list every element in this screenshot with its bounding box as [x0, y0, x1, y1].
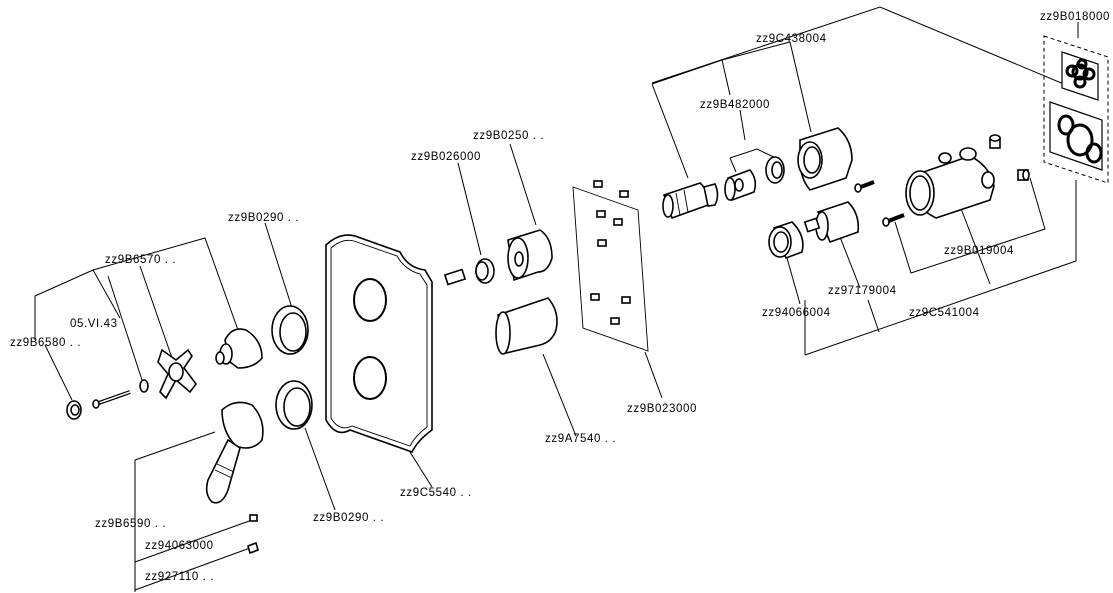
label-zz9b018000: zz9B018000: [1040, 11, 1110, 23]
label-zz927110: zz927110 . .: [145, 571, 214, 583]
thermostatic-element: [803, 201, 860, 244]
spindle-adapter: [443, 258, 495, 286]
plate-screws: [590, 180, 631, 325]
adapter-small: [247, 541, 259, 555]
grub-screw-small: [249, 514, 258, 522]
clip-ring: [765, 156, 785, 184]
label-zz9c438004: zz9C438004: [756, 33, 827, 45]
part-labels: zz9B018000 zz9C438004 zz9B482000 zz9B025…: [10, 11, 1110, 583]
label-zz9b6590: zz9B6590 . .: [95, 518, 166, 530]
label-zz9c5540: zz9C5540 . .: [400, 487, 472, 499]
label-zz9b6580: zz9B6580 . .: [10, 337, 81, 349]
label-zz94063000: zz94063000: [145, 540, 214, 552]
check-valve-side: [1017, 169, 1030, 181]
cross-handle: [157, 348, 197, 400]
seal-kit-box: [1043, 35, 1109, 184]
washer: [139, 379, 149, 393]
label-zz9b019004: zz9B019004: [944, 245, 1014, 257]
lever-handle: [205, 401, 264, 504]
label-zz9c541004: zz9C541004: [909, 307, 980, 319]
mixer-body: [905, 147, 995, 219]
check-valve-top: [989, 134, 1001, 149]
housing-screw: [854, 180, 875, 193]
sleeve-bottom: [495, 297, 558, 355]
body-screw: [882, 213, 905, 227]
handle-hub: [215, 328, 263, 369]
label-zz9b023000: zz9B023000: [627, 403, 697, 415]
leader-lines: [34, 6, 1079, 592]
label-zz9b0250: zz9B0250 . .: [473, 130, 544, 142]
sleeve-top: [507, 229, 553, 282]
label-zz97179004: zz97179004: [828, 285, 897, 297]
label-zz9b6570: zz9B6570 . .: [105, 254, 176, 266]
label-zz9b0290-top: zz9B0290 . .: [228, 212, 299, 224]
screw-long: [92, 390, 131, 409]
seal-ring: [768, 221, 804, 260]
cartridge: [662, 182, 719, 220]
rosette-ring-top: [271, 305, 309, 355]
label-zz9b0290-bottom: zz9B0290 . .: [313, 512, 384, 524]
label-zz94066004: zz94066004: [762, 307, 831, 319]
cap: [66, 400, 82, 420]
valve-nut: [724, 169, 757, 202]
escutcheon-plate: [325, 234, 433, 453]
valve-housing: [797, 127, 853, 191]
label-zz9b026000: zz9B026000: [411, 151, 481, 163]
label-zz9a7540: zz9A7540 . .: [545, 433, 616, 445]
label-zz9b482000: zz9B482000: [700, 99, 770, 111]
rosette-ring-bottom: [275, 380, 313, 430]
label-05-vi-43: 05.VI.43: [70, 318, 118, 330]
